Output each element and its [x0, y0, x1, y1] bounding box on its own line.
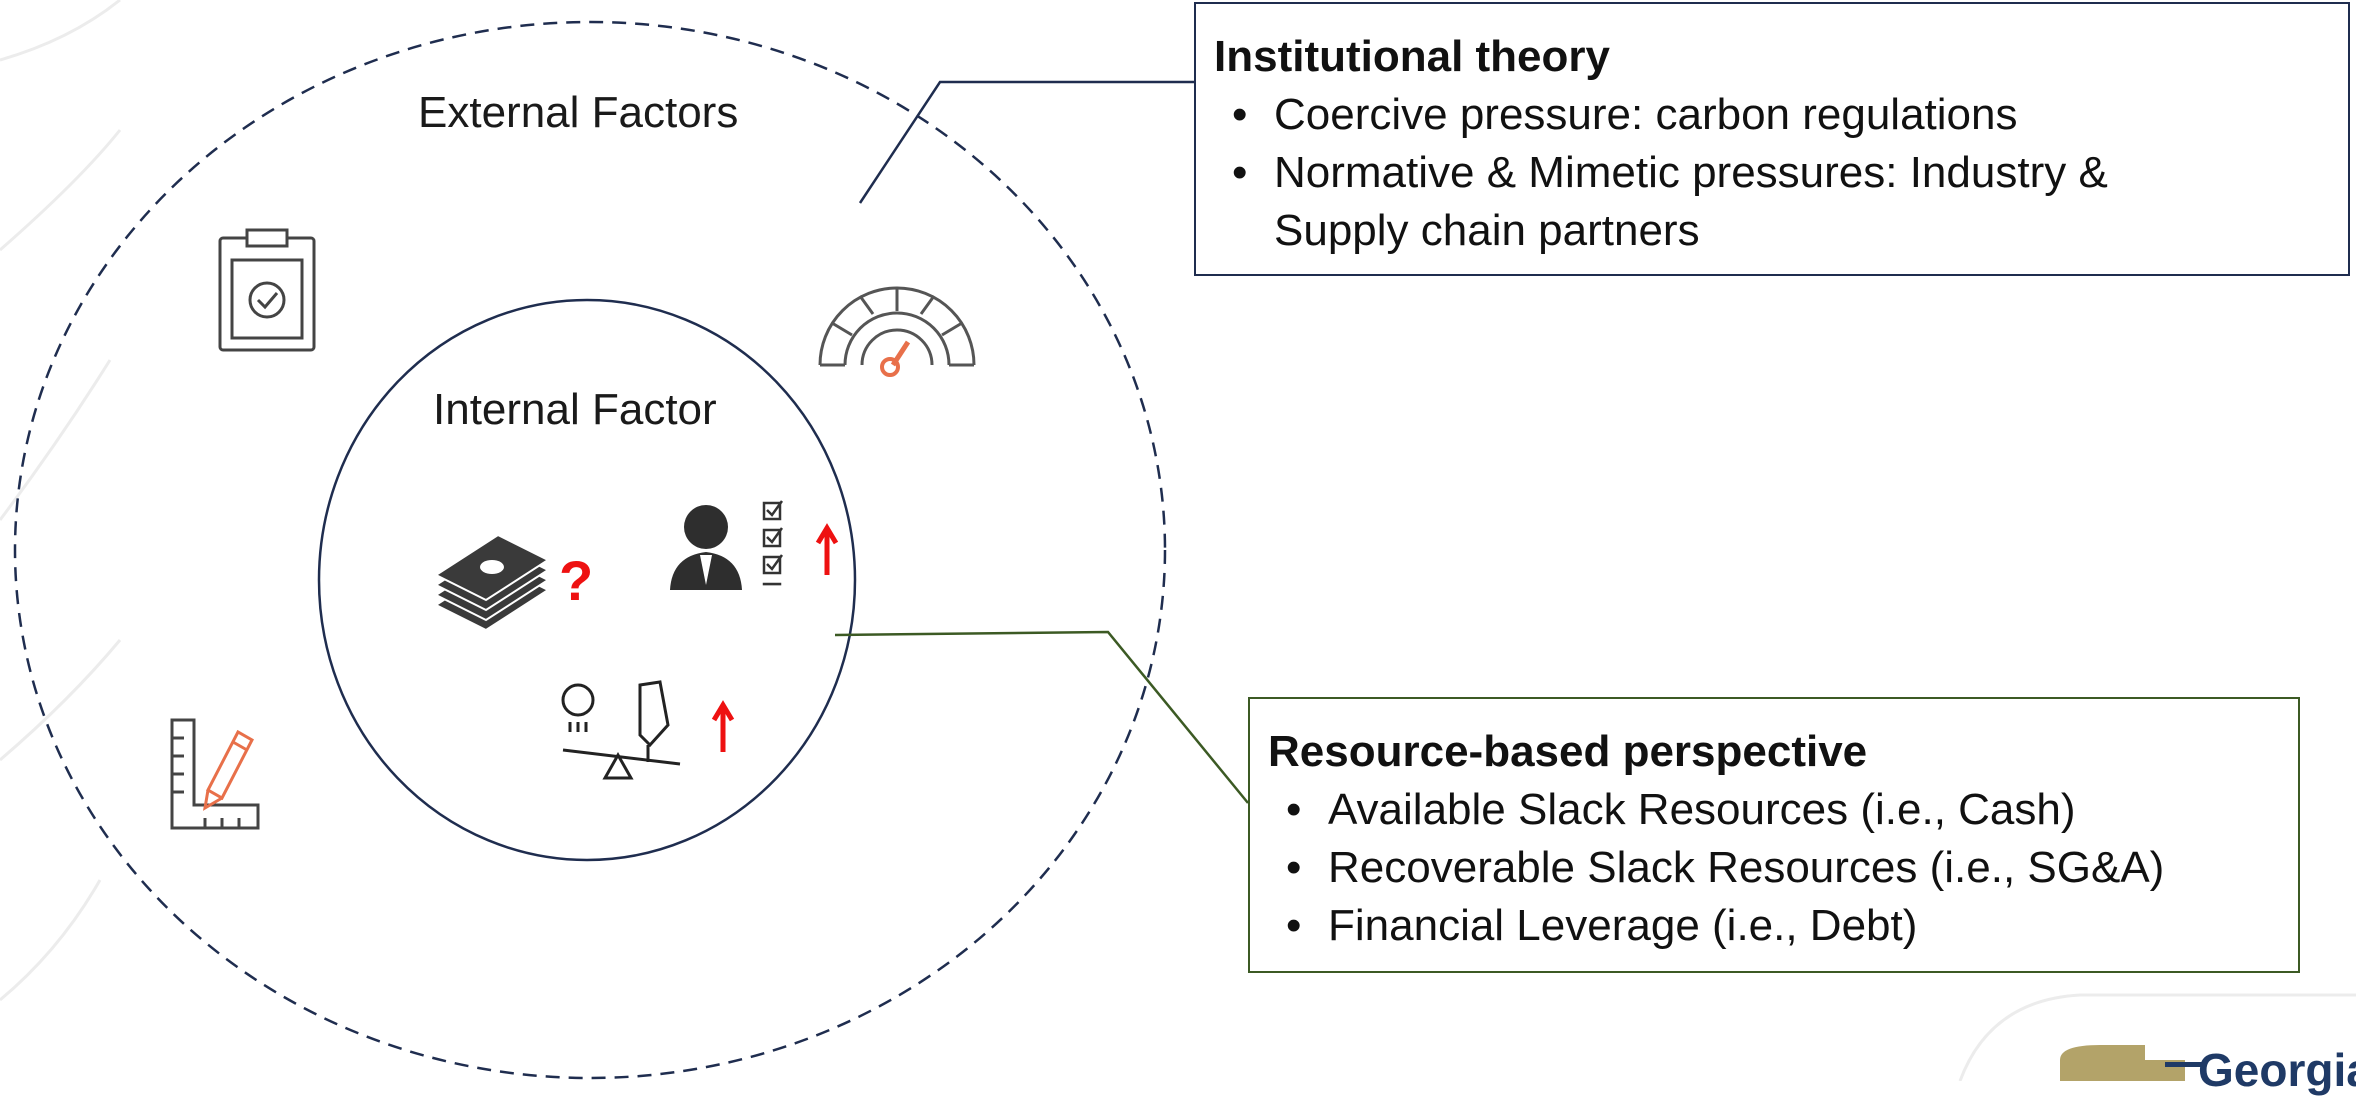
- logo-text: Georgia: [2198, 1043, 2356, 1097]
- question-mark: ?: [559, 548, 593, 613]
- resource-based-list: Available Slack Resources (i.e., Cash) R…: [1268, 781, 2280, 955]
- balance-scale-icon: [563, 682, 680, 778]
- list-item: Recoverable Slack Resources (i.e., SG&A): [1268, 839, 2280, 897]
- businessman-checklist-icon: [670, 501, 782, 590]
- list-item-continuation: Supply chain partners: [1214, 202, 2330, 260]
- list-item: Financial Leverage (i.e., Debt): [1268, 897, 2280, 955]
- institutional-theory-list: Coercive pressure: carbon regulations No…: [1214, 86, 2330, 260]
- institutional-theory-title: Institutional theory: [1214, 32, 2330, 82]
- resource-based-title: Resource-based perspective: [1268, 727, 2280, 777]
- list-item: Coercive pressure: carbon regulations: [1214, 86, 2330, 144]
- list-item: Normative & Mimetic pressures: Industry …: [1214, 144, 2330, 202]
- up-arrow-icon: [714, 705, 732, 752]
- clipboard-check-icon: [220, 230, 314, 350]
- gauge-icon: [820, 288, 974, 375]
- georgia-tech-logo-mark: [2060, 1045, 2205, 1081]
- internal-factor-label: Internal Factor: [433, 385, 717, 435]
- ruler-pencil-icon: [172, 720, 258, 828]
- institutional-theory-box: Institutional theory Coercive pressure: …: [1194, 2, 2350, 276]
- institutional-connector: [860, 82, 1194, 203]
- up-arrow-icon: [818, 528, 836, 575]
- external-factors-label: External Factors: [418, 88, 738, 138]
- list-item: Available Slack Resources (i.e., Cash): [1268, 781, 2280, 839]
- resource-based-box: Resource-based perspective Available Sla…: [1248, 697, 2300, 973]
- money-stack-icon: [436, 535, 548, 630]
- resource-connector: [835, 632, 1248, 803]
